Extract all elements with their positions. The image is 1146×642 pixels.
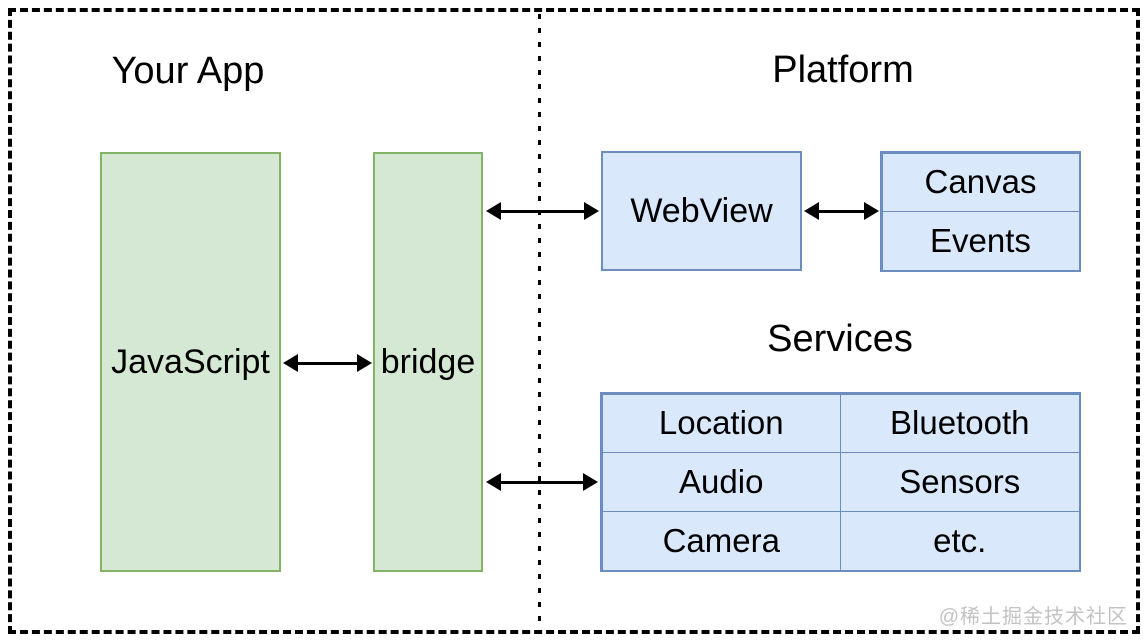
- arrow-line: [501, 209, 584, 213]
- services-table: Location Bluetooth Audio Sensors Camera …: [600, 392, 1081, 572]
- service-cell-bluetooth: Bluetooth: [840, 393, 1080, 454]
- webview-label: WebView: [630, 191, 773, 230]
- outer-dashed-border: [8, 8, 1140, 634]
- platform-title: Platform: [772, 49, 914, 91]
- javascript-box: JavaScript: [100, 152, 281, 572]
- app-platform-divider: [538, 14, 541, 630]
- bridge-label: bridge: [380, 342, 476, 381]
- arrow-line: [819, 209, 864, 213]
- arrowhead-left-icon: [486, 202, 501, 220]
- webview-box: WebView: [601, 151, 802, 271]
- arrow-webview-canvasevents: [804, 201, 879, 221]
- arrowhead-left-icon: [804, 202, 819, 220]
- watermark-text: @稀土掘金技术社区: [938, 606, 1128, 628]
- arrowhead-right-icon: [584, 202, 599, 220]
- services-title: Services: [767, 318, 913, 360]
- events-cell: Events: [881, 211, 1080, 271]
- service-cell-audio: Audio: [601, 452, 841, 512]
- arrowhead-left-icon: [486, 473, 501, 491]
- service-cell-camera: Camera: [601, 510, 841, 571]
- service-cell-sensors: Sensors: [840, 452, 1080, 512]
- arrowhead-right-icon: [357, 354, 372, 372]
- service-cell-etc: etc.: [840, 510, 1080, 571]
- canvas-cell: Canvas: [881, 152, 1080, 212]
- arrow-javascript-bridge: [283, 353, 372, 373]
- javascript-label: JavaScript: [111, 342, 270, 381]
- service-cell-location: Location: [601, 393, 841, 454]
- your-app-title: Your App: [111, 50, 265, 92]
- arrow-line: [298, 361, 357, 365]
- arrowhead-left-icon: [283, 354, 298, 372]
- arrowhead-right-icon: [583, 473, 598, 491]
- arrow-line: [501, 480, 583, 484]
- arrow-bridge-services: [486, 472, 598, 492]
- bridge-box: bridge: [373, 152, 483, 572]
- arrowhead-right-icon: [864, 202, 879, 220]
- arrow-bridge-webview: [486, 201, 599, 221]
- canvas-events-box: Canvas Events: [880, 151, 1081, 272]
